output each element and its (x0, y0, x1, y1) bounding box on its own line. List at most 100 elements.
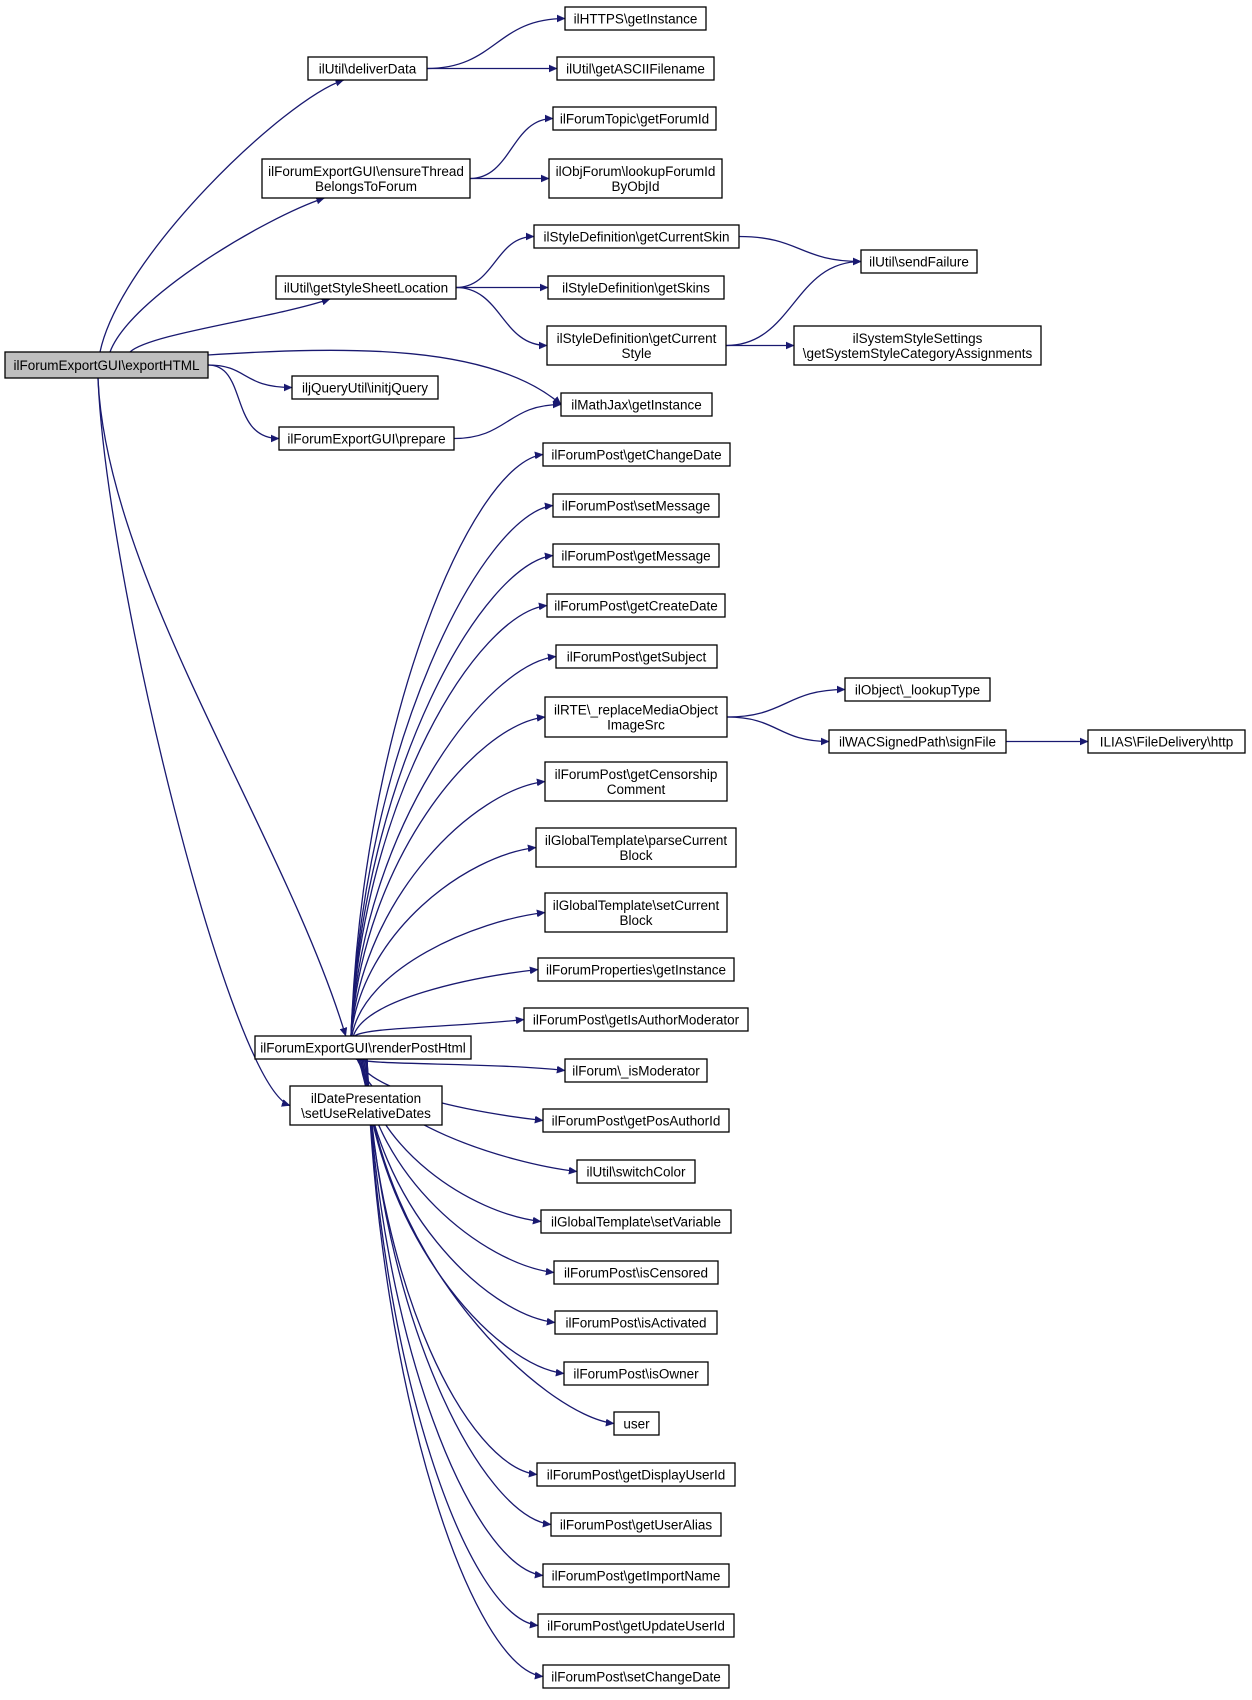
node-is-activated[interactable]: ilForumPost\isActivated (554, 1310, 718, 1335)
node-box[interactable] (547, 275, 725, 300)
node-box[interactable] (576, 1159, 696, 1184)
node-get-create-date[interactable]: ilForumPost\getCreateDate (546, 593, 726, 618)
node-is-author-mod[interactable]: ilForumPost\getIsAuthorModerator (523, 1007, 749, 1032)
node-box[interactable] (307, 56, 428, 81)
node-box[interactable] (261, 158, 471, 199)
node-box[interactable] (537, 957, 735, 982)
node-box[interactable] (552, 543, 720, 568)
edge-render-post-html-to-user (364, 1058, 614, 1424)
node-user[interactable]: user (613, 1411, 660, 1436)
node-box[interactable] (542, 1108, 730, 1133)
node-box[interactable] (275, 275, 457, 300)
node-get-asciifilename[interactable]: ilUtil\getASCIIFilename (556, 56, 715, 81)
edge-replace-media-to-lookup-type (726, 690, 845, 718)
node-deliver-data[interactable]: ilUtil\deliverData (307, 56, 428, 81)
node-box[interactable] (536, 1462, 736, 1487)
node-set-variable[interactable]: ilGlobalTemplate\setVariable (540, 1209, 732, 1234)
node-box[interactable] (556, 56, 715, 81)
node-send-failure[interactable]: ilUtil\sendFailure (860, 249, 978, 274)
node-box[interactable] (860, 249, 978, 274)
node-box[interactable] (546, 325, 727, 366)
node-box[interactable] (564, 6, 707, 31)
node-box[interactable] (544, 696, 728, 738)
node-rel-dates[interactable]: ilDatePresentation\setUseRelativeDates (289, 1085, 443, 1126)
node-box[interactable] (533, 224, 740, 249)
node-box[interactable] (613, 1411, 660, 1436)
node-display-user-id[interactable]: ilForumPost\getDisplayUserId (536, 1462, 736, 1487)
node-box[interactable] (4, 351, 209, 379)
node-box[interactable] (793, 325, 1042, 366)
node-label-line: ilForumPost\isActivated (565, 1316, 706, 1331)
node-is-censored[interactable]: ilForumPost\isCensored (553, 1260, 719, 1285)
node-box[interactable] (550, 1512, 722, 1537)
node-get-style-sheet-location[interactable]: ilUtil\getStyleSheetLocation (275, 275, 457, 300)
node-box[interactable] (542, 1664, 730, 1689)
node-sign-file[interactable]: ilWACSignedPath\signFile (828, 729, 1007, 754)
node-get-current-skin[interactable]: ilStyleDefinition\getCurrentSkin (533, 224, 740, 249)
node-switch-color[interactable]: ilUtil\switchColor (576, 1159, 696, 1184)
node-label-line: ilForumExportGUI\ensureThread (268, 164, 464, 179)
node-get-skins[interactable]: ilStyleDefinition\getSkins (547, 275, 725, 300)
node-box[interactable] (548, 158, 723, 199)
node-label-line: ilSystemStyleSettings (853, 331, 983, 346)
node-sys-style[interactable]: ilSystemStyleSettings\getSystemStyleCate… (793, 325, 1042, 366)
node-box[interactable] (564, 1058, 708, 1083)
node-label-line: Style (621, 346, 651, 361)
node-box[interactable] (555, 644, 718, 669)
node-forum-props[interactable]: ilForumProperties\getInstance (537, 957, 735, 982)
node-set-message[interactable]: ilForumPost\setMessage (552, 493, 720, 518)
node-box[interactable] (546, 593, 726, 618)
node-box[interactable] (544, 761, 728, 802)
node-box[interactable] (844, 677, 991, 702)
node-prepare[interactable]: ilForumExportGUI\prepare (278, 426, 455, 451)
node-box[interactable] (254, 1035, 472, 1060)
node-https-get-instance[interactable]: ilHTTPS\getInstance (564, 6, 707, 31)
node-box[interactable] (540, 1209, 732, 1234)
node-label-line: ILIAS\FileDelivery\http (1100, 735, 1234, 750)
node-box[interactable] (553, 1260, 719, 1285)
node-label-line: ilForumPost\getImportName (552, 1569, 721, 1584)
node-box[interactable] (291, 375, 439, 400)
node-lookup-type[interactable]: ilObject\_lookupType (844, 677, 991, 702)
node-box[interactable] (542, 1563, 730, 1588)
node-box[interactable] (552, 106, 717, 131)
node-box[interactable] (560, 392, 713, 417)
node-box[interactable] (544, 892, 728, 933)
node-render-post-html[interactable]: ilForumExportGUI\renderPostHtml (254, 1035, 472, 1060)
node-import-name[interactable]: ilForumPost\getImportName (542, 1563, 730, 1588)
node-ensure-thread[interactable]: ilForumExportGUI\ensureThreadBelongsToFo… (261, 158, 471, 199)
node-label-line: ilForumPost\setMessage (562, 499, 711, 514)
node-label-line: ilForumPost\getDisplayUserId (547, 1468, 726, 1483)
node-box[interactable] (552, 493, 720, 518)
node-export-html[interactable]: ilForumExportGUI\exportHTML (4, 351, 209, 379)
node-box[interactable] (828, 729, 1007, 754)
node-initj-query[interactable]: iljQueryUtil\initjQuery (291, 375, 439, 400)
node-box[interactable] (1087, 729, 1246, 754)
node-file-delivery[interactable]: ILIAS\FileDelivery\http (1087, 729, 1246, 754)
node-box[interactable] (523, 1007, 749, 1032)
node-box[interactable] (535, 827, 737, 868)
node-box[interactable] (278, 426, 455, 451)
node-user-alias[interactable]: ilForumPost\getUserAlias (550, 1512, 722, 1537)
node-box[interactable] (537, 1613, 735, 1638)
node-box[interactable] (563, 1361, 709, 1386)
node-get-change-date[interactable]: ilForumPost\getChangeDate (542, 442, 731, 467)
node-box[interactable] (554, 1310, 718, 1335)
node-set-change-date[interactable]: ilForumPost\setChangeDate (542, 1664, 730, 1689)
node-is-owner[interactable]: ilForumPost\isOwner (563, 1361, 709, 1386)
node-get-forum-id[interactable]: ilForumTopic\getForumId (552, 106, 717, 131)
node-box[interactable] (289, 1085, 443, 1126)
node-box[interactable] (542, 442, 731, 467)
node-math-jax[interactable]: ilMathJax\getInstance (560, 392, 713, 417)
node-get-message[interactable]: ilForumPost\getMessage (552, 543, 720, 568)
node-update-user-id[interactable]: ilForumPost\getUpdateUserId (537, 1613, 735, 1638)
node-is-moderator[interactable]: ilForum\_isModerator (564, 1058, 708, 1083)
node-pos-author-id[interactable]: ilForumPost\getPosAuthorId (542, 1108, 730, 1133)
node-get-subject[interactable]: ilForumPost\getSubject (555, 644, 718, 669)
